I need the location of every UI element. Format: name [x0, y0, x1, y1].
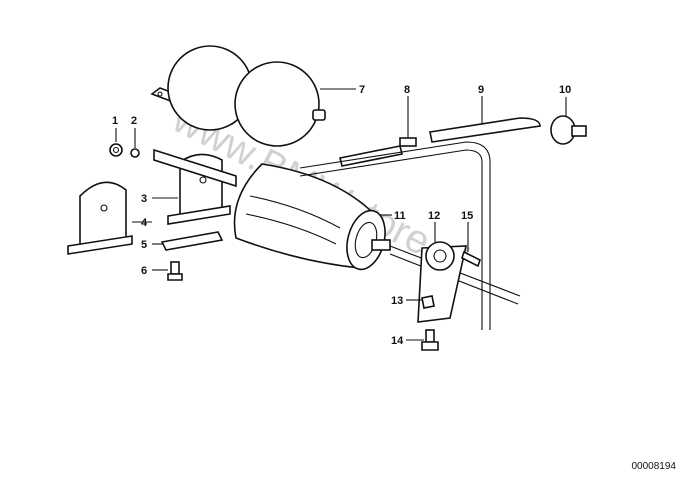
diagram-code: 00008194: [631, 461, 677, 472]
washer-2: [130, 148, 140, 158]
filter-housing-11: [233, 163, 391, 271]
nut-13: [421, 295, 435, 309]
connector-10: [550, 115, 587, 145]
callout-1: 1: [112, 115, 118, 127]
callout-2: 2: [131, 115, 137, 127]
bracket-12: [417, 241, 468, 323]
leader-lines: [115, 88, 567, 341]
callout-14: 14: [391, 335, 404, 347]
screw-15: [461, 250, 481, 268]
stud: [153, 148, 237, 188]
nut-1: [109, 143, 123, 157]
hose-9: [429, 117, 541, 143]
strap-5: [160, 231, 224, 251]
callout-12: 12: [428, 210, 440, 222]
callout-10: 10: [559, 84, 571, 96]
callout-11: 11: [394, 210, 406, 222]
callout-6: 6: [141, 265, 147, 277]
callout-numbers: 1 2 3 4 5 6 7 8 9 10 11 12 13 14 15: [112, 84, 571, 347]
callout-13: 13: [391, 295, 403, 307]
bolt-6: [167, 261, 183, 281]
callout-8: 8: [404, 84, 410, 96]
callout-4: 4: [141, 217, 148, 229]
bracket-4: [67, 181, 133, 255]
return-pipe: [299, 141, 491, 330]
pressure-spheres: [150, 45, 326, 147]
bolt-14: [421, 329, 439, 351]
callout-9: 9: [478, 84, 484, 96]
callout-7: 7: [359, 84, 365, 96]
callout-5: 5: [141, 239, 147, 251]
callout-3: 3: [141, 193, 147, 205]
callout-15: 15: [461, 210, 473, 222]
